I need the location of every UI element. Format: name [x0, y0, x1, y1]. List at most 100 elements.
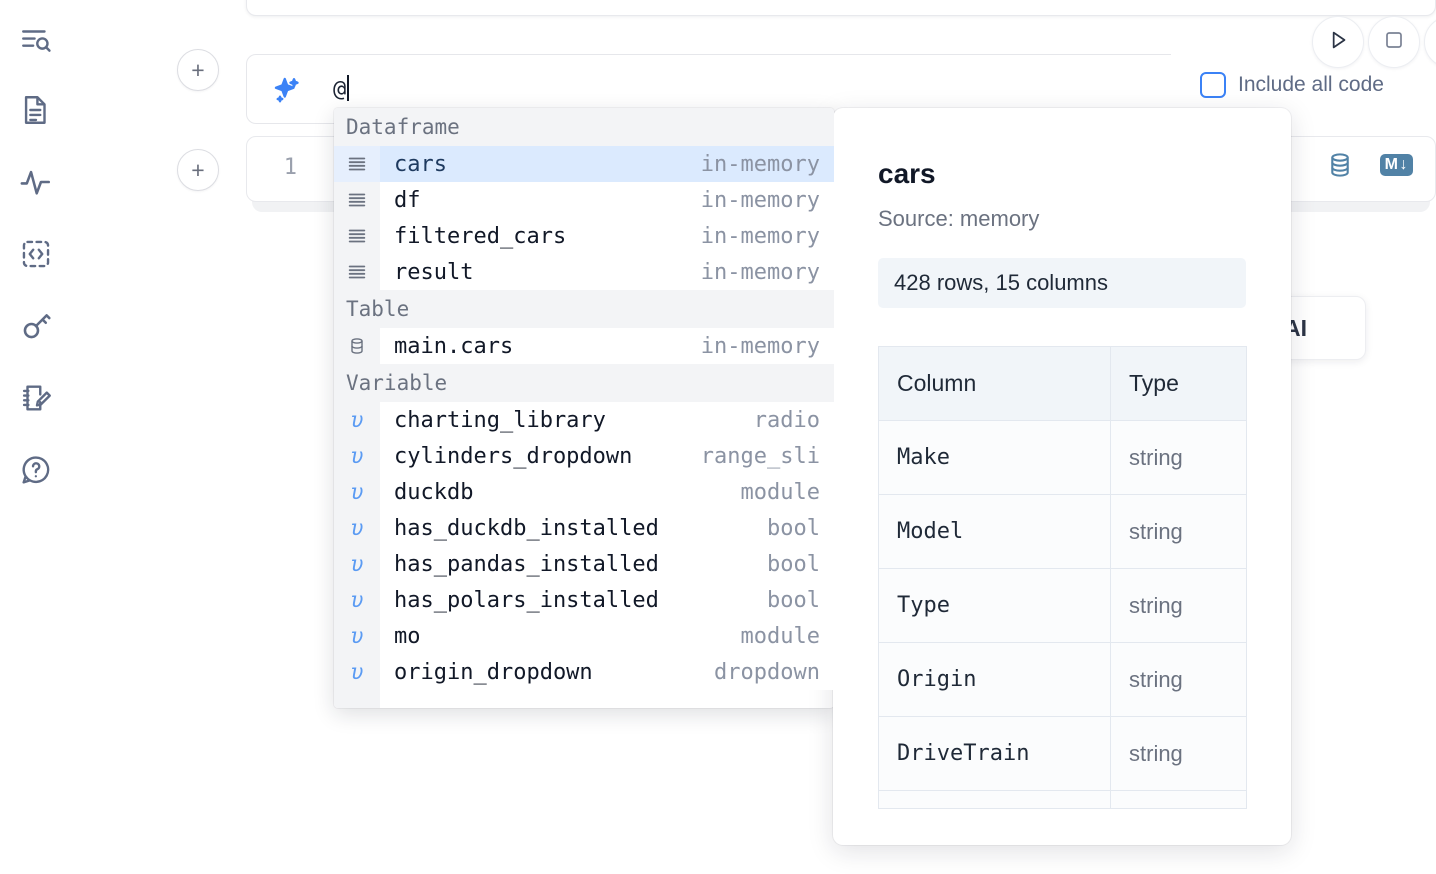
run-button[interactable]	[1312, 16, 1364, 68]
sidebar-item-activity[interactable]	[14, 160, 58, 204]
dataframe-lines-icon	[334, 146, 380, 182]
autocomplete-group-header: Dataframe	[334, 108, 834, 146]
variable-icon: υ	[334, 510, 380, 546]
table-header-row: Column Type	[878, 346, 1247, 421]
sidebar-item-notebook[interactable]	[14, 88, 58, 132]
autocomplete-item-name: cylinders_dropdown	[394, 443, 633, 469]
database-icon[interactable]	[1326, 151, 1354, 179]
include-all-code-checkbox[interactable]	[1200, 72, 1226, 98]
autocomplete-item-name: mo	[394, 623, 421, 649]
cell-column-name: Type	[878, 568, 1111, 643]
code-brackets-icon	[19, 237, 53, 271]
cell-column-type: string	[1110, 642, 1247, 717]
autocomplete-item[interactable]: υ charting_library radio	[334, 402, 834, 438]
autocomplete-group-header: Table	[334, 290, 834, 328]
autocomplete-item-name: origin_dropdown	[394, 659, 593, 685]
autocomplete-item-type: in-memory	[700, 333, 820, 359]
header-type: Type	[1110, 346, 1247, 421]
markdown-icon[interactable]: M ↓	[1379, 154, 1413, 176]
cell-column-type: string	[1110, 420, 1247, 495]
header-column: Column	[878, 346, 1111, 421]
add-cell-button-bottom[interactable]: +	[177, 149, 219, 191]
autocomplete-item[interactable]: υ has_duckdb_installed bool	[334, 510, 834, 546]
cell-column-name: Origin	[878, 642, 1111, 717]
help-question-icon	[19, 453, 53, 487]
cell-column-type: string	[1110, 494, 1247, 569]
autocomplete-item-type: module	[740, 479, 820, 505]
variable-icon: υ	[334, 438, 380, 474]
autocomplete-item-type: module	[740, 623, 820, 649]
sidebar-item-scratchpad[interactable]	[14, 376, 58, 420]
autocomplete-item-type: in-memory	[700, 151, 820, 177]
stop-button[interactable]	[1368, 16, 1420, 68]
cell-toolbar: M ↓	[1326, 151, 1413, 179]
autocomplete-item-type: in-memory	[700, 187, 820, 213]
autocomplete-item-name: has_pandas_installed	[394, 551, 659, 577]
sidebar-item-secrets[interactable]	[14, 304, 58, 348]
ai-prompt-input[interactable]: @	[333, 75, 350, 105]
autocomplete-item-name: duckdb	[394, 479, 474, 505]
key-icon	[19, 309, 53, 343]
autocomplete-item-type: dropdown	[714, 659, 820, 685]
variable-icon: υ	[334, 618, 380, 654]
detail-panel: cars Source: memory 428 rows, 15 columns…	[833, 108, 1291, 845]
cell-column-type: string	[1110, 716, 1247, 791]
autocomplete-item-name: has_duckdb_installed	[394, 515, 659, 541]
autocomplete-item-type: radio	[753, 407, 820, 433]
cell-column-type: string	[1110, 568, 1247, 643]
sidebar-item-snippets[interactable]	[14, 232, 58, 276]
autocomplete-item-type: range_sli	[700, 443, 820, 469]
line-number: 1	[283, 155, 297, 180]
sidebar-rail	[0, 0, 72, 874]
autocomplete-item[interactable]: cars in-memory	[334, 146, 834, 182]
ai-prompt-value: @	[333, 77, 347, 102]
sidebar-item-explorer[interactable]	[14, 18, 58, 62]
autocomplete-item-name: cars	[394, 151, 447, 177]
dataframe-lines-icon	[334, 254, 380, 290]
autocomplete-item[interactable]: υ cylinders_dropdown range_sli	[334, 438, 834, 474]
autocomplete-item[interactable]: df in-memory	[334, 182, 834, 218]
autocomplete-item[interactable]: result in-memory	[334, 254, 834, 290]
cell-column-name	[878, 790, 1111, 809]
dataframe-lines-icon	[334, 218, 380, 254]
cell-column-name: Model	[878, 494, 1111, 569]
autocomplete-item-name: df	[394, 187, 421, 213]
cell-column-name: Make	[878, 420, 1111, 495]
plus-icon: +	[191, 156, 205, 183]
dataframe-lines-icon	[334, 182, 380, 218]
autocomplete-item[interactable]: main.cars in-memory	[334, 328, 834, 364]
add-cell-button-top[interactable]: +	[177, 49, 219, 91]
autocomplete-item-name: result	[394, 259, 474, 285]
document-icon	[19, 93, 53, 127]
play-icon	[1325, 27, 1351, 58]
markdown-letter: M	[1384, 156, 1399, 173]
autocomplete-dropdown[interactable]: Dataframe cars in-memory df in-memory filtere…	[334, 108, 834, 708]
autocomplete-item-type: bool	[767, 515, 820, 541]
sparkle-icon	[271, 75, 301, 105]
detail-title: cars	[878, 158, 936, 189]
plus-icon: +	[191, 56, 205, 83]
autocomplete-item-type: in-memory	[700, 259, 820, 285]
autocomplete-item-name: charting_library	[394, 407, 606, 433]
include-all-code-row[interactable]: Include all code	[1200, 72, 1384, 98]
autocomplete-item-type: bool	[767, 587, 820, 613]
autocomplete-item-name: main.cars	[394, 333, 514, 359]
variable-icon: υ	[334, 402, 380, 438]
square-stop-icon	[1382, 28, 1406, 57]
detail-shape-badge: 428 rows, 15 columns	[878, 258, 1246, 308]
sidebar-item-help[interactable]	[14, 448, 58, 492]
more-options-button[interactable]	[1424, 16, 1436, 68]
